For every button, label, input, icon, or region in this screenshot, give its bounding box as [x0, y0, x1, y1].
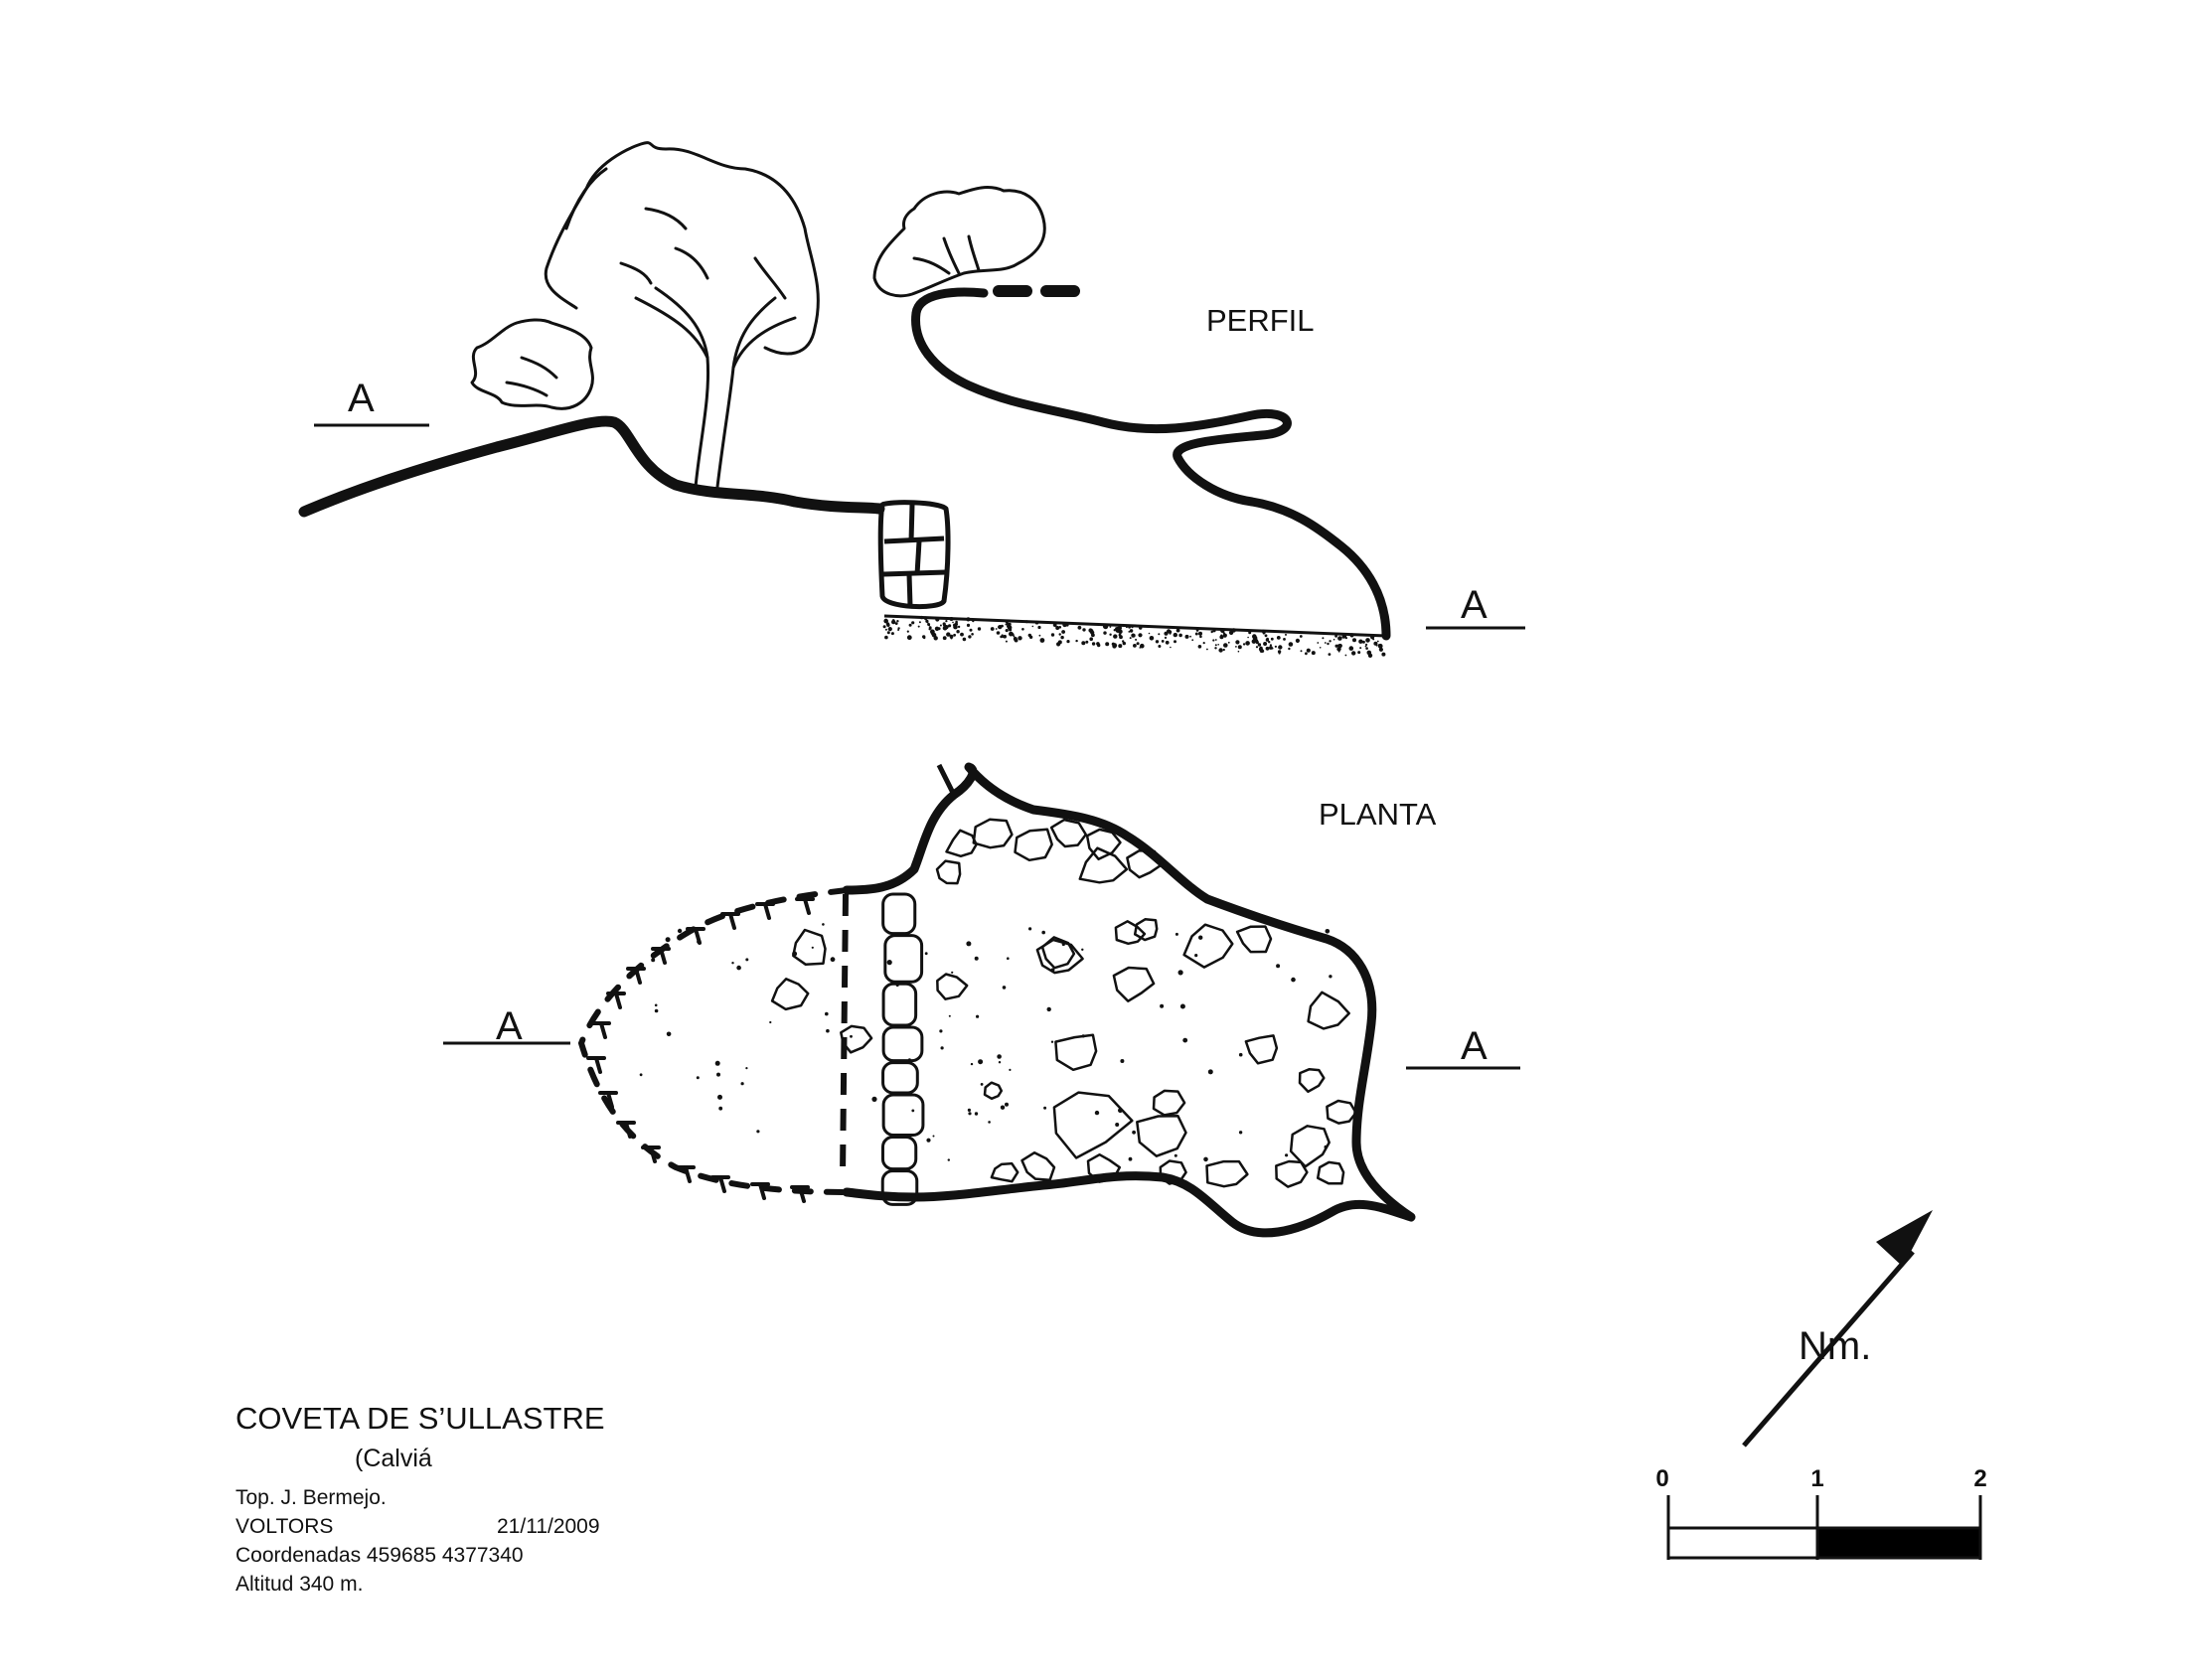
scale-bar: 0 1 2: [1655, 1465, 1987, 1560]
scale-tick-0: 0: [1655, 1465, 1668, 1492]
cave-roof-line: [911, 287, 1391, 641]
coordinates: Coordenadas 459685 4377340: [235, 1544, 524, 1567]
tree-right-drawing: [872, 186, 1046, 298]
cave-wall-spur-top: [936, 763, 957, 797]
section-a-right-plan-label: A: [1461, 1024, 1488, 1068]
survey-info-block: COVETA DE S’ULLASTRE (Calviá Top. J. Ber…: [235, 1401, 605, 1599]
dry-stone-wall-profile: [877, 500, 951, 610]
scale-segment-white: [1666, 1526, 1819, 1560]
north-arrow: Nm.: [1742, 1210, 1933, 1448]
altitude: Altitud 340 m.: [235, 1573, 364, 1596]
boulders: [770, 818, 1357, 1188]
north-arrow-label: Nm.: [1799, 1324, 1871, 1368]
tree-left-drawing: [470, 141, 820, 489]
scale-tick-1: 1: [1810, 1465, 1823, 1492]
plan-floor-dots: [639, 923, 1332, 1162]
plan-section: PLANTA A A: [443, 762, 1520, 1238]
open-area-boundary: [577, 887, 850, 1195]
survey-group: VOLTORS: [235, 1515, 334, 1538]
drip-line: [840, 893, 849, 1178]
group-line: VOLTORS 21/11/2009: [235, 1512, 605, 1541]
profile-section: A A PERFIL: [298, 141, 1525, 658]
scale-segment-black: [1815, 1526, 1982, 1560]
open-area-slope-ticks: [586, 897, 815, 1203]
ground-line: [298, 415, 885, 518]
cave-wall-outline: [842, 762, 1416, 1238]
cave-location: (Calviá: [355, 1445, 432, 1472]
scale-tick-2: 2: [1973, 1465, 1986, 1492]
plan-title: PLANTA: [1319, 797, 1437, 832]
north-arrow-head: [1876, 1210, 1933, 1267]
survey-date: 21/11/2009: [497, 1515, 600, 1538]
section-a-left-profile-label: A: [348, 377, 375, 420]
dry-stone-wall-plan: [880, 892, 925, 1206]
profile-title: PERFIL: [1206, 303, 1315, 338]
floor-sediment-dots: [882, 615, 1387, 658]
section-a-left-plan-label: A: [496, 1004, 523, 1048]
section-a-right-profile-label: A: [1461, 583, 1488, 627]
north-arrow-shaft: [1742, 1250, 1915, 1448]
cave-name: COVETA DE S’ULLASTRE: [235, 1401, 605, 1436]
surveyor: Top. J. Bermejo.: [235, 1486, 387, 1509]
